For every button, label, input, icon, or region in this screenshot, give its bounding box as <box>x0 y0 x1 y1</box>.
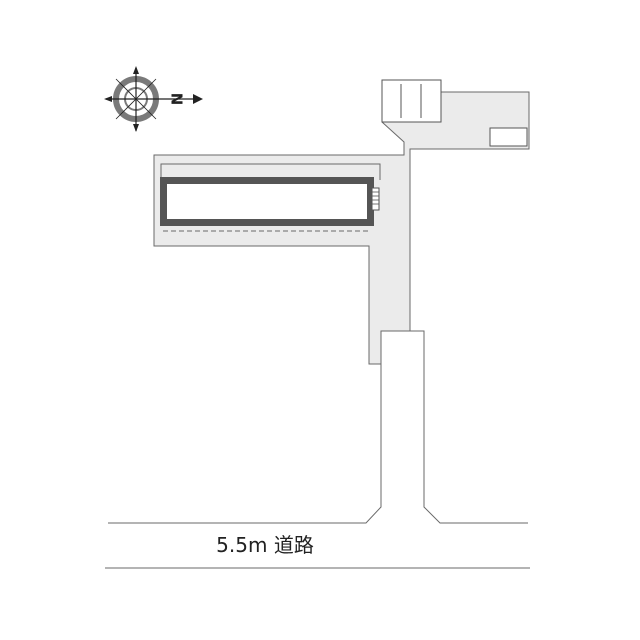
small-structure <box>489 127 528 147</box>
building <box>160 177 374 226</box>
north-arrow-icon <box>193 94 203 104</box>
north-letter: N <box>168 93 186 106</box>
parking-spaces <box>381 79 442 123</box>
access-driveway <box>108 330 528 524</box>
building-margin-line <box>160 163 381 180</box>
compass-icon: N <box>104 66 203 132</box>
road-label: 5.5m 道路 <box>216 533 314 557</box>
entrance-stairs-icon <box>371 187 380 211</box>
